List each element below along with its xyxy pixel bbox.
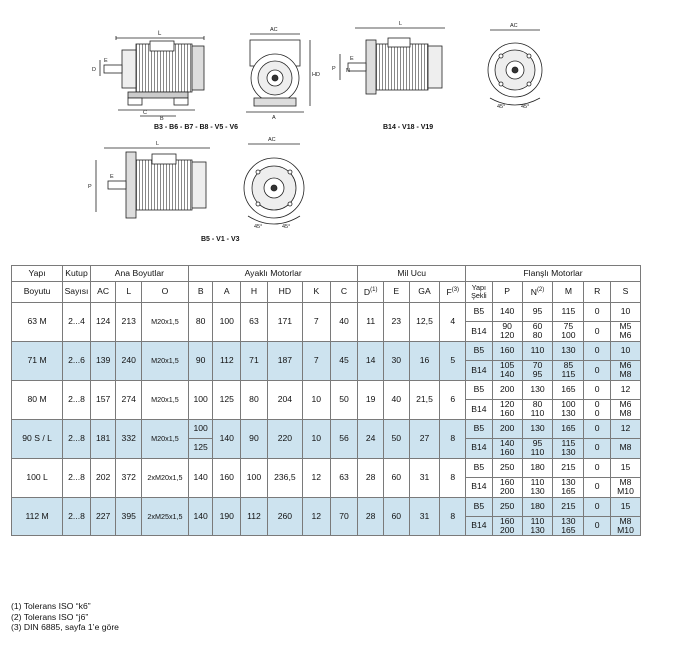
footnote-1: (1) Tolerans ISO “k6” <box>11 601 91 611</box>
col-E: E <box>382 281 410 303</box>
dim-deg-3b: 45° <box>282 224 290 230</box>
table-row: 90 S / L 2...8 181 332 M20x1,5 100 140 9… <box>10 418 641 459</box>
caption-fig3: B5 - V1 - V3 <box>201 236 240 243</box>
dim-deg-2b: 45° <box>521 104 529 110</box>
hdr-kutup: Kutup <box>62 265 91 282</box>
col-S: S <box>610 281 641 303</box>
dim-AC-1: AC <box>270 27 278 33</box>
col-AC: AC <box>89 281 117 303</box>
hdr-flansli-motorlar: Flanşlı Motorlar <box>465 265 641 282</box>
dim-AC-2: AC <box>510 23 518 29</box>
hdr-mil-ucu: Mil Ucu <box>357 265 467 282</box>
dim-deg-2a: 45° <box>497 104 505 110</box>
col-P: P <box>491 281 523 303</box>
dim-L-2: L <box>399 21 402 27</box>
motor-dimension-table: Yapı Kutup Ana Boyutlar Ayaklı Motorlar … <box>10 265 641 537</box>
foot-motor-side-view <box>99 36 205 117</box>
footnotes: (1) Tolerans ISO “k6” (2) Tolerans ISO “… <box>11 601 119 633</box>
b14-motor-side-view <box>339 27 445 95</box>
b5-flange-front-view <box>243 143 305 225</box>
col-H: H <box>240 281 268 303</box>
table-row: 63 M 2...4 124 213 M20x1,5 80 100 63 171… <box>10 302 641 342</box>
col-B: B <box>187 281 214 303</box>
col-D: D(1) <box>357 281 384 303</box>
dim-E-2: E <box>350 56 354 62</box>
dim-B-1: B <box>160 116 164 122</box>
hdr-boyutu: Boyutu <box>10 281 64 303</box>
dim-A-1: A <box>272 115 276 121</box>
dim-N-2: N <box>346 68 350 74</box>
col-HD: HD <box>266 281 303 303</box>
hdr-ayakli-motorlar: Ayaklı Motorlar <box>187 265 359 282</box>
table-row: 112 M 2...8 227 395 2xM25x1,5 140 190 11… <box>10 496 641 537</box>
dim-D-1: D <box>92 67 96 73</box>
footnote-3: (3) DIN 6885, sayfa 1’e göre <box>11 622 119 632</box>
hdr-sayisi: Sayısı <box>62 281 91 303</box>
col-F: F(3) <box>439 281 467 303</box>
footnote-2: (2) Tolerans ISO “j6” <box>11 611 89 622</box>
caption-fig1: B3 - B6 - B7 - B8 - V5 - V6 <box>154 124 239 131</box>
col-C: C <box>329 281 359 303</box>
col-GA: GA <box>408 281 441 303</box>
dim-E-3: E <box>110 174 114 180</box>
dim-E-1: E <box>104 58 108 64</box>
table-row: 80 M 2...8 157 274 M20x1,5 100 125 80 20… <box>10 379 641 420</box>
col-N: N(2) <box>521 281 554 303</box>
col-R: R <box>583 281 611 303</box>
col-A: A <box>212 281 242 303</box>
b14-flange-front-view <box>487 29 543 106</box>
dim-C-1: C <box>143 110 147 116</box>
dim-AC-3: AC <box>268 137 276 143</box>
dim-L-3: L <box>156 141 159 147</box>
hdr-yapi: Yapı <box>10 265 64 282</box>
col-M: M <box>552 281 585 303</box>
technical-drawings: L C B E D AC HD A L E N P <box>88 21 543 230</box>
dim-deg-3a: 45° <box>254 224 262 230</box>
dim-P-3: P <box>88 184 92 190</box>
col-O: O <box>141 281 189 303</box>
b5-motor-side-view <box>95 147 210 219</box>
dim-HD-1: HD <box>312 72 320 78</box>
col-K: K <box>301 281 331 303</box>
hdr-ana-boyutlar: Ana Boyutlar <box>89 265 189 282</box>
table-row: 71 M 2...6 139 240 M20x1,5 90 112 71 187… <box>10 340 641 381</box>
dim-P-2: P <box>332 66 336 72</box>
caption-fig2: B14 - V18 - V19 <box>383 124 434 131</box>
dim-L-1: L <box>158 31 162 37</box>
table-row: 100 L 2...8 202 372 2xM20x1,5 140 160 10… <box>10 457 641 498</box>
col-L: L <box>115 281 143 303</box>
foot-motor-front-view <box>246 33 311 113</box>
